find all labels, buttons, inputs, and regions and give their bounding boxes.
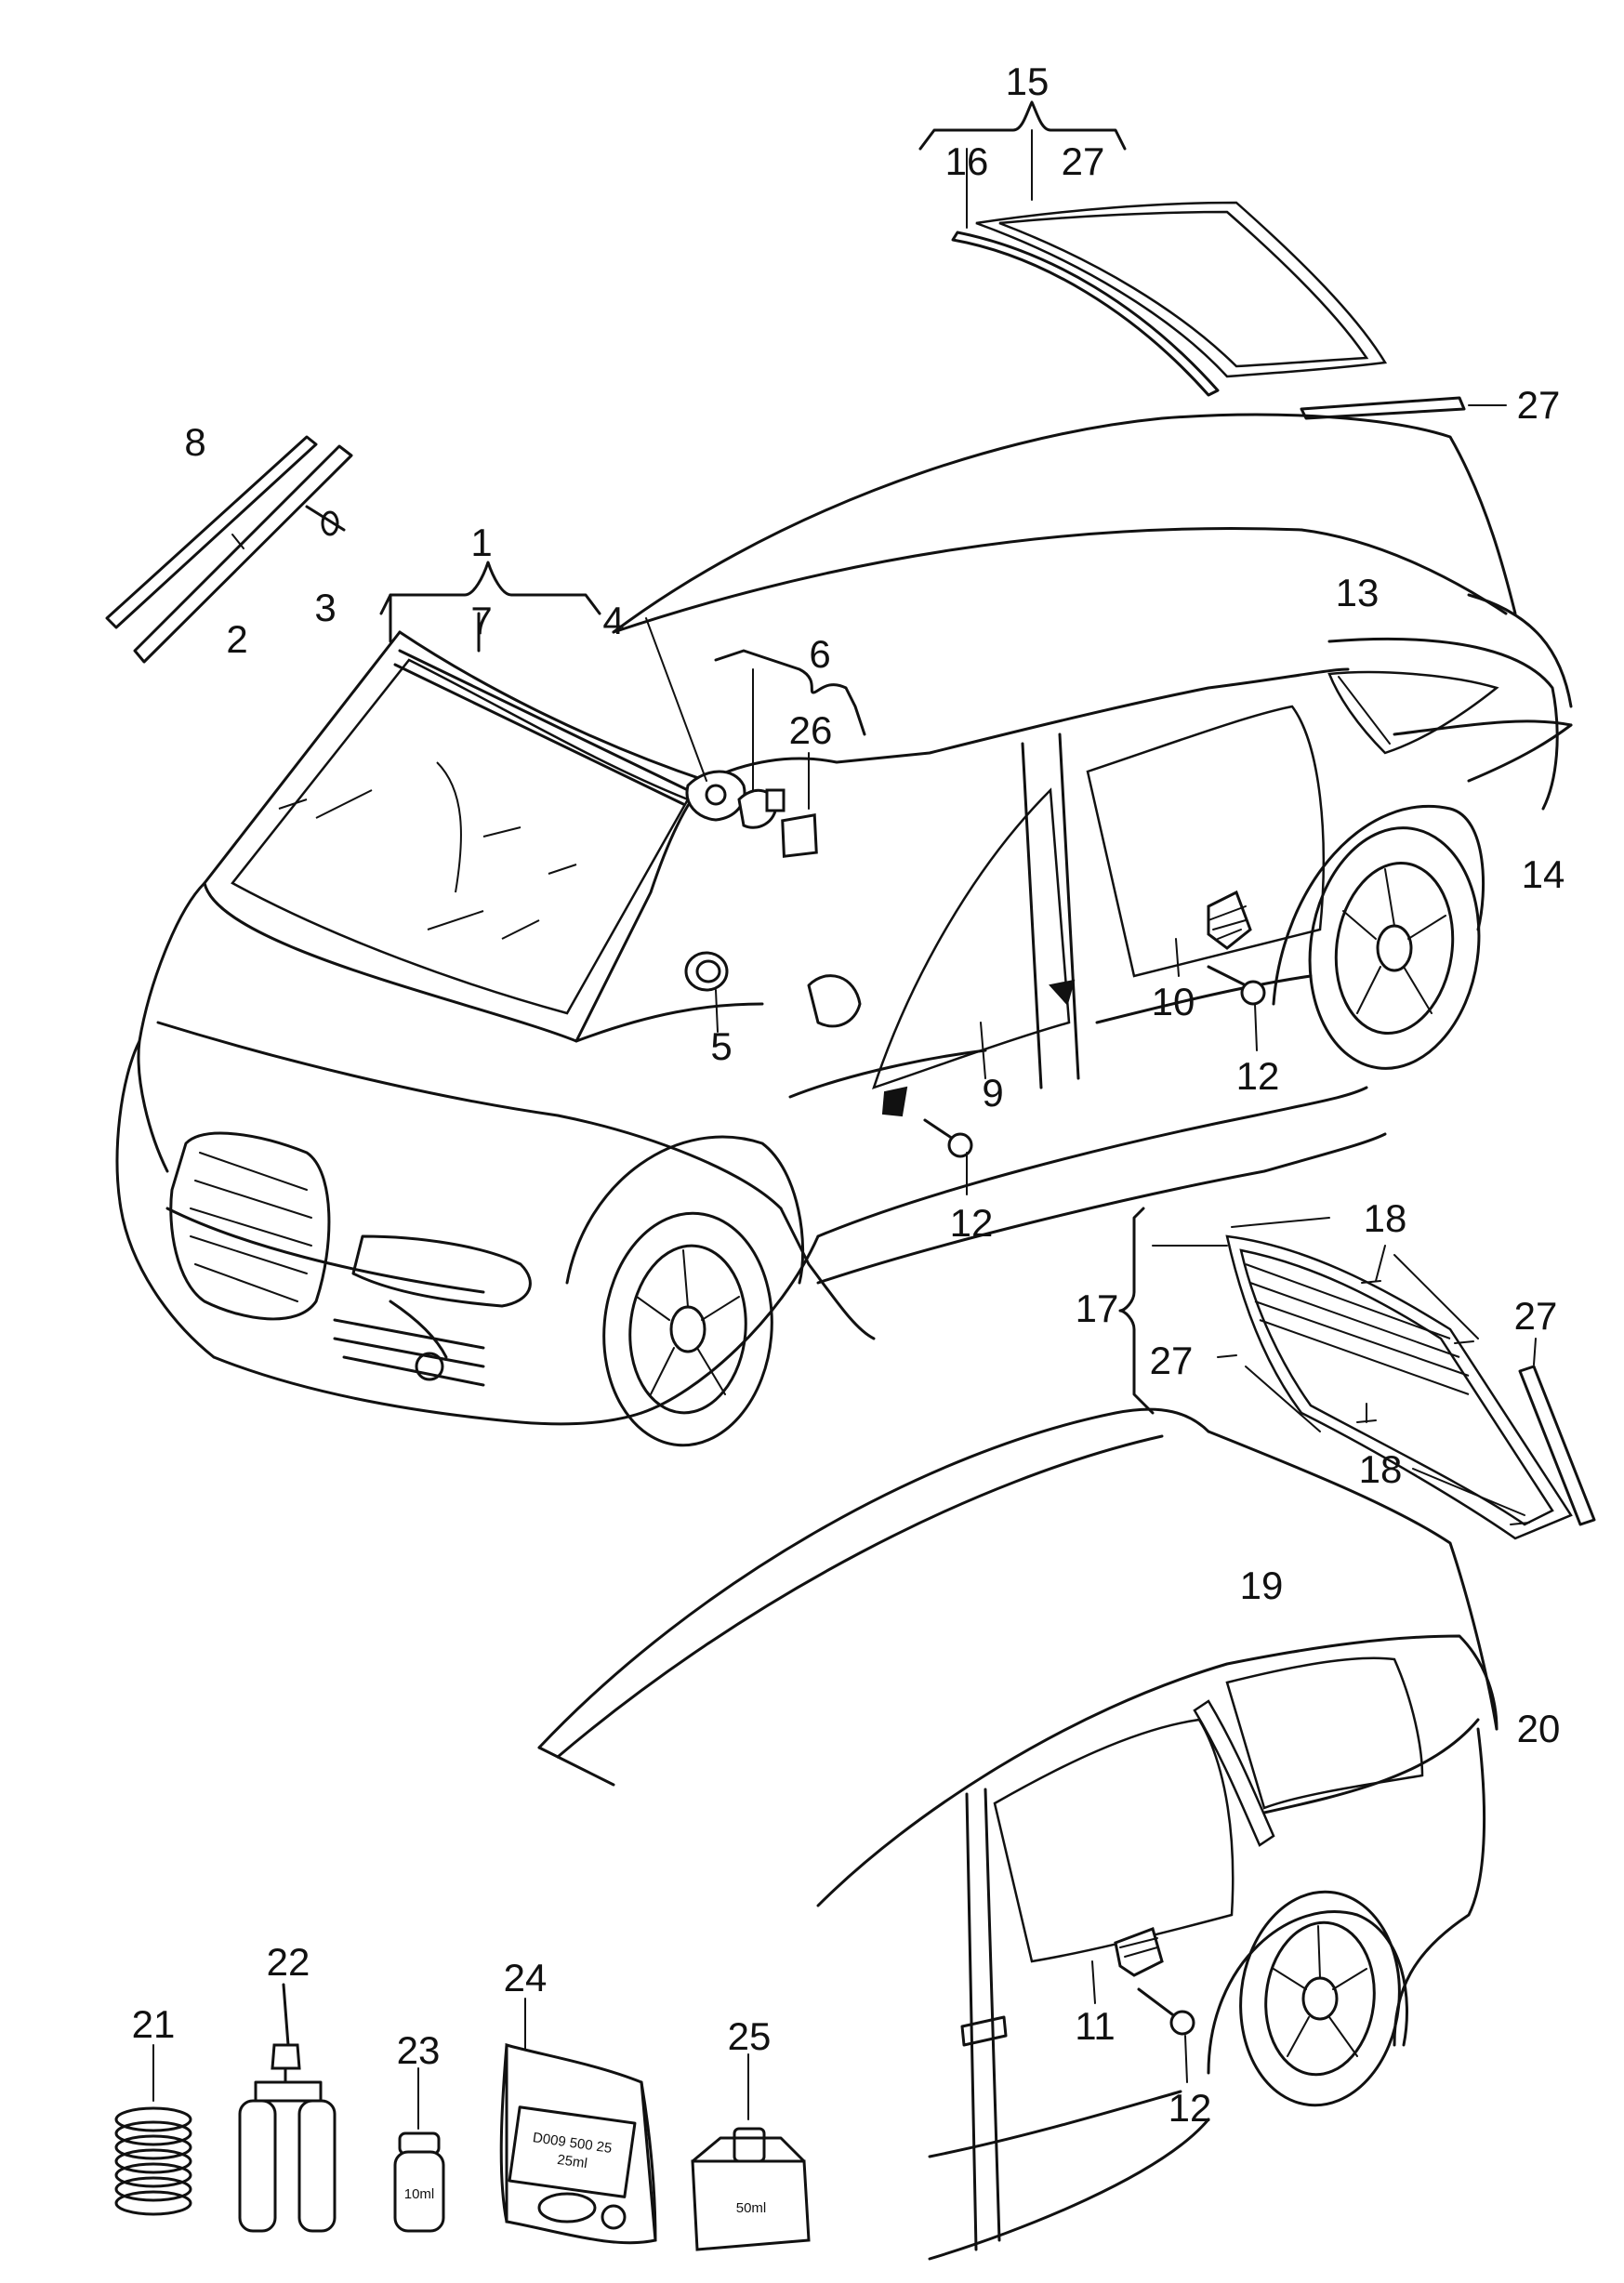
bracket-group-6 xyxy=(714,649,866,858)
callout-10: 10 xyxy=(1152,980,1195,1023)
adhesive-cartridge-part xyxy=(238,1983,337,2233)
callout-27-sunroof-strip: 27 xyxy=(1517,383,1561,427)
rear-window-part xyxy=(1118,1207,1596,1540)
bottle-part xyxy=(691,2053,811,2251)
callout-26: 26 xyxy=(789,708,833,752)
callout-20: 20 xyxy=(1517,1707,1561,1750)
regulator-parts xyxy=(881,890,1266,1195)
callout-8: 8 xyxy=(184,420,205,464)
callout-7: 7 xyxy=(470,599,492,642)
callout-18-bottom: 18 xyxy=(1359,1447,1403,1491)
callout-14: 14 xyxy=(1522,852,1565,896)
bracket-group-1 xyxy=(379,561,746,822)
callout-11: 11 xyxy=(1075,2004,1116,2048)
sensor-part-5 xyxy=(684,951,729,1033)
vial-label: 10ml xyxy=(404,2186,435,2202)
callout-27-rear-window: 27 xyxy=(1150,1339,1194,1382)
spool-part xyxy=(114,2044,192,2216)
callout-13: 13 xyxy=(1336,571,1380,614)
callout-27-rear-strip: 27 xyxy=(1514,1294,1558,1338)
callout-12-wagon: 12 xyxy=(1168,2086,1212,2130)
callout-12-rear: 12 xyxy=(1236,1054,1280,1098)
callout-16: 16 xyxy=(945,139,989,183)
callout-24: 24 xyxy=(504,1956,548,1999)
callout-9: 9 xyxy=(982,1071,1003,1115)
callout-22: 22 xyxy=(267,1940,310,1984)
callout-5: 5 xyxy=(710,1024,732,1068)
callout-3: 3 xyxy=(314,586,336,629)
callout-23: 23 xyxy=(397,2028,441,2072)
callout-6: 6 xyxy=(809,632,830,676)
callout-12-front: 12 xyxy=(950,1201,994,1245)
wagon-illustration xyxy=(537,1407,1499,2261)
sunroof-glass-part xyxy=(918,100,1507,420)
callout-25: 25 xyxy=(728,2014,772,2058)
bag-label-line2: 25ml xyxy=(556,2152,588,2171)
bottle-label: 50ml xyxy=(736,2200,767,2216)
callout-21: 21 xyxy=(132,2002,176,2046)
bag-part xyxy=(499,1998,657,2245)
roof-molding-parts xyxy=(105,435,353,664)
vial-part xyxy=(393,2067,445,2233)
sedan-illustration xyxy=(115,413,1573,1447)
callout-2: 2 xyxy=(226,617,247,661)
callout-18-top: 18 xyxy=(1364,1196,1407,1240)
callout-19: 19 xyxy=(1240,1564,1284,1607)
callout-1: 1 xyxy=(470,521,492,564)
callout-15: 15 xyxy=(1006,59,1050,103)
callout-4: 4 xyxy=(602,599,624,642)
callout-17: 17 xyxy=(1076,1287,1119,1330)
callout-27-sunroof: 27 xyxy=(1062,139,1105,183)
